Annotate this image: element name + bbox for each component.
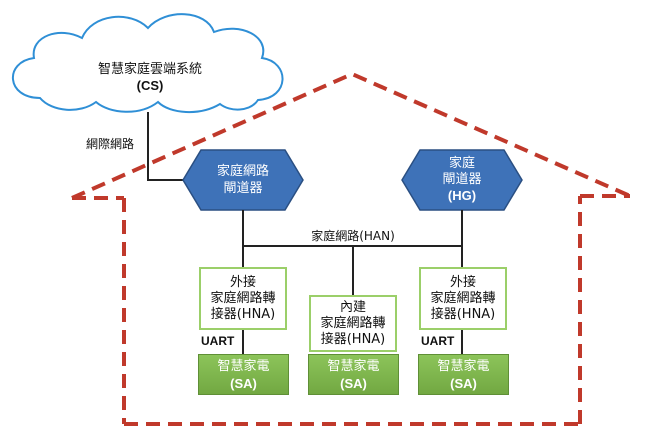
hna-external-right-line2: 家庭網路轉 bbox=[430, 290, 496, 306]
hna-external-right-line3: 接器(HNA) bbox=[430, 306, 496, 322]
home-gateway-left-line2: 閘道器 bbox=[223, 181, 263, 196]
home-gateway-left: 家庭網路 閘道器 bbox=[193, 150, 293, 210]
home-gateway-right-abbr: (HG) bbox=[447, 188, 477, 203]
han-label: 家庭網路(HAN) bbox=[311, 229, 395, 243]
cloud-shape bbox=[11, 13, 284, 114]
han-bus bbox=[242, 210, 463, 356]
home-gateway-left-line1: 家庭網路 bbox=[216, 164, 269, 179]
smart-appliance-middle-name: 智慧家電 bbox=[327, 358, 380, 374]
smart-appliance-left-abbr: (SA) bbox=[230, 375, 257, 391]
internet-link bbox=[147, 112, 188, 181]
smart-appliance-middle: 智慧家電 (SA) bbox=[308, 354, 399, 395]
hna-external-left: 外接 家庭網路轉 接器(HNA) bbox=[199, 267, 287, 330]
home-gateway-right-line2: 閘道器 bbox=[442, 172, 482, 187]
smart-appliance-middle-abbr: (SA) bbox=[340, 375, 367, 391]
hna-external-left-line2: 家庭網路轉 bbox=[210, 290, 276, 306]
home-gateway-left-shape bbox=[182, 149, 304, 211]
hna-internal-line1: 內建 bbox=[339, 299, 366, 315]
internet-label: 網際網路 bbox=[85, 137, 134, 151]
smart-appliance-left: 智慧家電 (SA) bbox=[198, 354, 289, 395]
home-gateway-right-shape bbox=[401, 149, 523, 211]
cloud-label: 智慧家庭雲端系統 (CS) bbox=[70, 62, 230, 94]
cloud-name: 智慧家庭雲端系統 bbox=[97, 62, 202, 77]
hna-internal-line3: 接器(HNA) bbox=[320, 331, 386, 347]
uart-label-right: UART bbox=[421, 334, 455, 348]
hna-external-left-line1: 外接 bbox=[229, 274, 256, 290]
house-outline bbox=[71, 71, 631, 426]
hna-internal-line2: 家庭網路轉 bbox=[320, 315, 386, 331]
smart-appliance-right-name: 智慧家電 bbox=[437, 358, 490, 374]
hna-external-left-line3: 接器(HNA) bbox=[210, 306, 276, 322]
hna-external-right: 外接 家庭網路轉 接器(HNA) bbox=[419, 267, 507, 330]
hna-external-right-line1: 外接 bbox=[449, 274, 476, 290]
smart-appliance-right-abbr: (SA) bbox=[450, 375, 477, 391]
home-gateway-right-line1: 家庭 bbox=[448, 156, 475, 171]
home-gateway-right: 家庭 閘道器 (HG) bbox=[412, 150, 512, 210]
cloud-abbr: (CS) bbox=[136, 78, 164, 93]
uart-label-left: UART bbox=[201, 334, 235, 348]
hna-internal: 內建 家庭網路轉 接器(HNA) bbox=[309, 295, 397, 352]
smart-appliance-left-name: 智慧家電 bbox=[217, 358, 270, 374]
smart-appliance-right: 智慧家電 (SA) bbox=[418, 354, 509, 395]
